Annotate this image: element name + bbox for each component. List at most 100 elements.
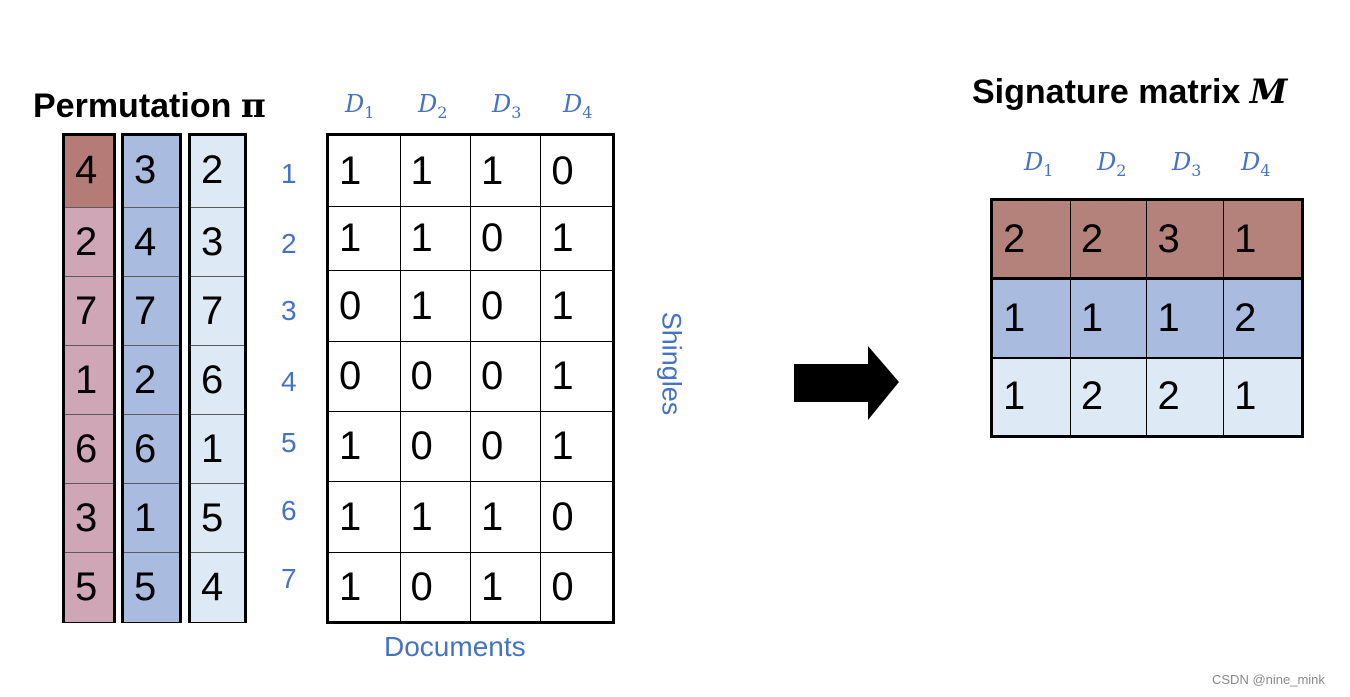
input-matrix-cell: 1 <box>399 206 471 271</box>
signature-doc-label-2: D2 <box>1097 148 1127 180</box>
input-matrix-cell: 0 <box>399 411 471 482</box>
input-matrix-cell: 0 <box>469 411 542 482</box>
signature-matrix-cell: 2 <box>991 199 1071 280</box>
input-matrix-cell: 1 <box>540 206 614 271</box>
shingle-row-label: 4 <box>281 366 297 397</box>
permutation-2-cell: 2 <box>124 346 179 415</box>
input-matrix-cell: 0 <box>469 270 542 342</box>
input-doc-label-1: D1 <box>345 90 375 122</box>
shingle-row-label: 1 <box>281 158 297 189</box>
input-doc-label-3: D3 <box>492 90 522 122</box>
permutation-1-cell: 4 <box>65 136 113 208</box>
permutation-3-cell: 3 <box>191 208 244 277</box>
input-matrix-cell: 1 <box>327 552 401 623</box>
permutation-3-cell: 4 <box>191 553 244 622</box>
permutation-2-cell: 6 <box>124 415 179 484</box>
signature-matrix-cell: 2 <box>1069 357 1148 437</box>
input-doc-label-4: D4 <box>563 90 593 122</box>
permutation-2-cell: 4 <box>124 208 179 277</box>
permutation-title: Permutation π <box>33 86 266 126</box>
input-matrix-cell: 1 <box>540 341 614 412</box>
shingle-row-label: 6 <box>281 495 297 526</box>
permutation-3-cell: 2 <box>191 136 244 208</box>
input-matrix-cell: 0 <box>469 206 542 271</box>
signature-matrix-cell: 1 <box>991 357 1071 437</box>
shingle-row-label: 7 <box>281 563 297 594</box>
shingle-row-label: 3 <box>281 295 297 326</box>
signature-matrix-cell: 1 <box>1146 278 1225 359</box>
input-matrix-cell: 0 <box>540 552 614 623</box>
input-matrix-cell: 0 <box>327 270 401 342</box>
permutation-1-cell: 1 <box>65 346 113 415</box>
input-matrix-cell: 1 <box>540 411 614 482</box>
pi-symbol: π <box>240 86 266 126</box>
permutation-3-cell: 7 <box>191 277 244 346</box>
input-matrix-cell: 1 <box>469 481 542 553</box>
signature-matrix-cell: 1 <box>991 278 1071 359</box>
permutation-1-cell: 6 <box>65 415 113 484</box>
permutation-3-cell: 1 <box>191 415 244 484</box>
permutation-title-text: Permutation <box>33 87 232 125</box>
permutation-1-cell: 5 <box>65 553 113 622</box>
shingle-row-label: 2 <box>281 228 297 259</box>
signature-doc-label-4: D4 <box>1241 148 1271 180</box>
signature-matrix-cell: 2 <box>1223 278 1303 359</box>
signature-title-text: Signature matrix <box>972 73 1241 111</box>
signature-matrix-title: Signature matrix M <box>972 72 1287 112</box>
shingles-axis-label: Shingles <box>656 311 687 416</box>
signature-doc-label-1: D1 <box>1024 148 1054 180</box>
permutation-2-cell: 7 <box>124 277 179 346</box>
input-matrix-cell: 0 <box>327 341 401 412</box>
permutation-1-cell: 7 <box>65 277 113 346</box>
input-matrix-cell: 1 <box>399 134 471 207</box>
input-matrix-cell: 0 <box>399 552 471 623</box>
permutation-1-cell: 2 <box>65 208 113 277</box>
watermark-text: CSDN @nine_mink <box>1212 672 1325 687</box>
documents-axis-label: Documents <box>384 631 526 662</box>
permutation-2-cell: 3 <box>124 136 179 208</box>
right-arrow-icon <box>794 346 899 420</box>
input-matrix-cell: 0 <box>540 134 614 207</box>
input-matrix-cell: 1 <box>469 134 542 207</box>
permutation-2-cell: 5 <box>124 553 179 622</box>
permutation-3-cell: 6 <box>191 346 244 415</box>
input-matrix-cell: 1 <box>469 552 542 623</box>
permutation-1-cell: 3 <box>65 484 113 553</box>
signature-matrix-cell: 1 <box>1223 357 1303 437</box>
input-matrix-cell: 1 <box>399 481 471 553</box>
input-matrix-cell: 0 <box>469 341 542 412</box>
input-matrix-cell: 1 <box>327 134 401 207</box>
signature-matrix-cell: 1 <box>1223 199 1303 280</box>
input-matrix-cell: 0 <box>399 341 471 412</box>
signature-matrix-cell: 2 <box>1069 199 1148 280</box>
signature-doc-label-3: D3 <box>1172 148 1202 180</box>
input-matrix-cell: 0 <box>540 481 614 553</box>
signature-matrix-cell: 3 <box>1146 199 1225 280</box>
signature-matrix-cell: 1 <box>1069 278 1148 359</box>
input-matrix-cell: 1 <box>327 411 401 482</box>
m-variable: M <box>1249 72 1288 112</box>
shingle-row-label: 5 <box>281 427 297 458</box>
signature-matrix-cell: 2 <box>1146 357 1225 437</box>
permutation-3-cell: 5 <box>191 484 244 553</box>
permutation-2-cell: 1 <box>124 484 179 553</box>
input-matrix-cell: 1 <box>327 481 401 553</box>
input-matrix-cell: 1 <box>399 270 471 342</box>
input-matrix-cell: 1 <box>540 270 614 342</box>
input-doc-label-2: D2 <box>418 90 448 122</box>
